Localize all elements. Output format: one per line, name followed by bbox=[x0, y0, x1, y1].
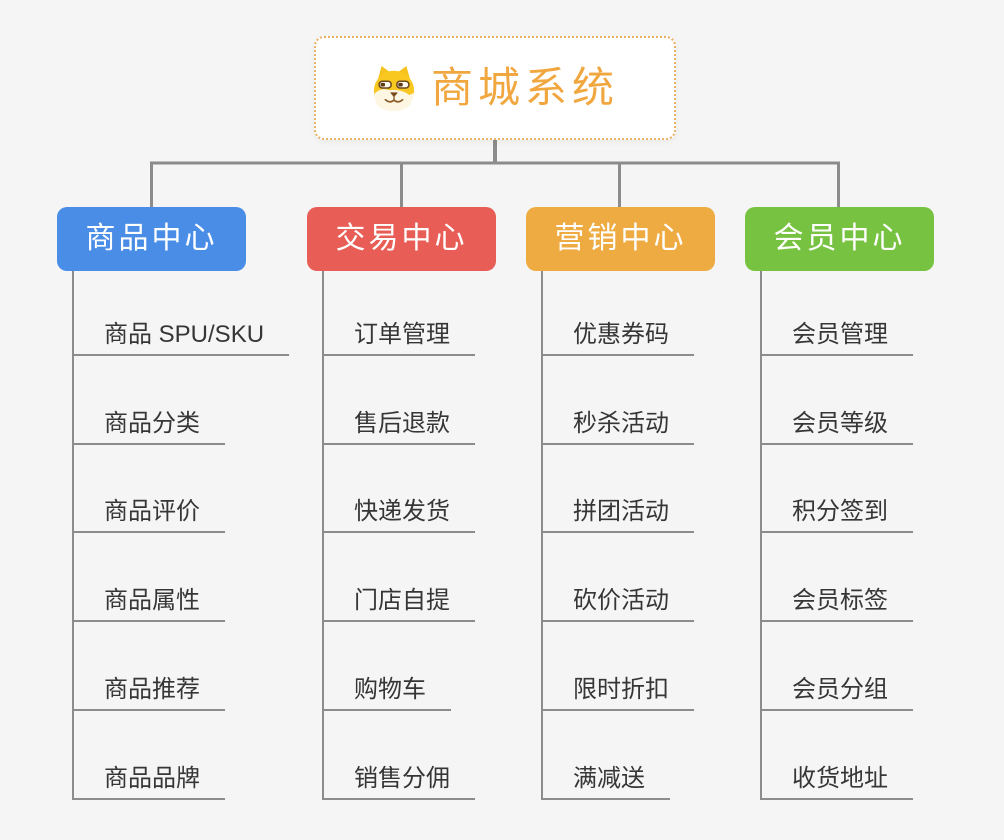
root-node[interactable]: 商城系统 bbox=[314, 36, 676, 140]
leaf-node[interactable]: 销售分佣 bbox=[324, 764, 475, 800]
branch-label: 商品中心 bbox=[85, 222, 218, 255]
leaf-node[interactable]: 秒杀活动 bbox=[543, 409, 694, 445]
branch-node[interactable]: 营销中心 bbox=[526, 207, 715, 271]
leaf-node[interactable]: 限时折扣 bbox=[543, 675, 694, 711]
branch-label: 营销中心 bbox=[554, 222, 687, 255]
leaf-node[interactable]: 购物车 bbox=[324, 675, 451, 711]
leaf-node[interactable]: 商品属性 bbox=[74, 586, 225, 622]
branch-label: 会员中心 bbox=[773, 222, 906, 255]
branch-children: 优惠券码 秒杀活动 拼团活动 砍价活动 限时折扣 满减送 bbox=[541, 271, 793, 800]
branch-children: 商品 SPU/SKU 商品分类 商品评价 商品属性 商品推荐 商品品牌 bbox=[72, 271, 324, 800]
leaf-node[interactable]: 满减送 bbox=[543, 764, 670, 800]
leaf-node[interactable]: 快递发货 bbox=[324, 497, 475, 533]
branch-children: 会员管理 会员等级 积分签到 会员标签 会员分组 收货地址 bbox=[760, 271, 1004, 800]
root-title: 商城系统 bbox=[430, 64, 619, 111]
branch-node[interactable]: 交易中心 bbox=[307, 207, 496, 271]
leaf-node[interactable]: 商品推荐 bbox=[74, 675, 225, 711]
leaf-node[interactable]: 会员管理 bbox=[762, 320, 913, 356]
leaf-node[interactable]: 优惠券码 bbox=[543, 320, 694, 356]
leaf-node[interactable]: 会员分组 bbox=[762, 675, 913, 711]
leaf-node[interactable]: 门店自提 bbox=[324, 586, 475, 622]
leaf-node[interactable]: 会员等级 bbox=[762, 409, 913, 445]
leaf-node[interactable]: 积分签到 bbox=[762, 497, 913, 533]
branch-children: 订单管理 售后退款 快递发货 门店自提 购物车 销售分佣 bbox=[322, 271, 574, 800]
leaf-node[interactable]: 商品分类 bbox=[74, 409, 225, 445]
leaf-node[interactable]: 收货地址 bbox=[762, 764, 913, 800]
leaf-node[interactable]: 商品品牌 bbox=[74, 764, 225, 800]
leaf-node[interactable]: 订单管理 bbox=[324, 320, 475, 356]
branch-label: 交易中心 bbox=[335, 222, 468, 255]
branch-node[interactable]: 会员中心 bbox=[745, 207, 934, 271]
leaf-node[interactable]: 商品 SPU/SKU bbox=[74, 320, 290, 356]
leaf-node[interactable]: 商品评价 bbox=[74, 497, 225, 533]
branch-node[interactable]: 商品中心 bbox=[57, 207, 246, 271]
dog-face-icon bbox=[373, 65, 415, 112]
leaf-node[interactable]: 砍价活动 bbox=[543, 586, 694, 622]
leaf-node[interactable]: 售后退款 bbox=[324, 409, 475, 445]
leaf-node[interactable]: 会员标签 bbox=[762, 586, 913, 622]
leaf-node[interactable]: 拼团活动 bbox=[543, 497, 694, 533]
